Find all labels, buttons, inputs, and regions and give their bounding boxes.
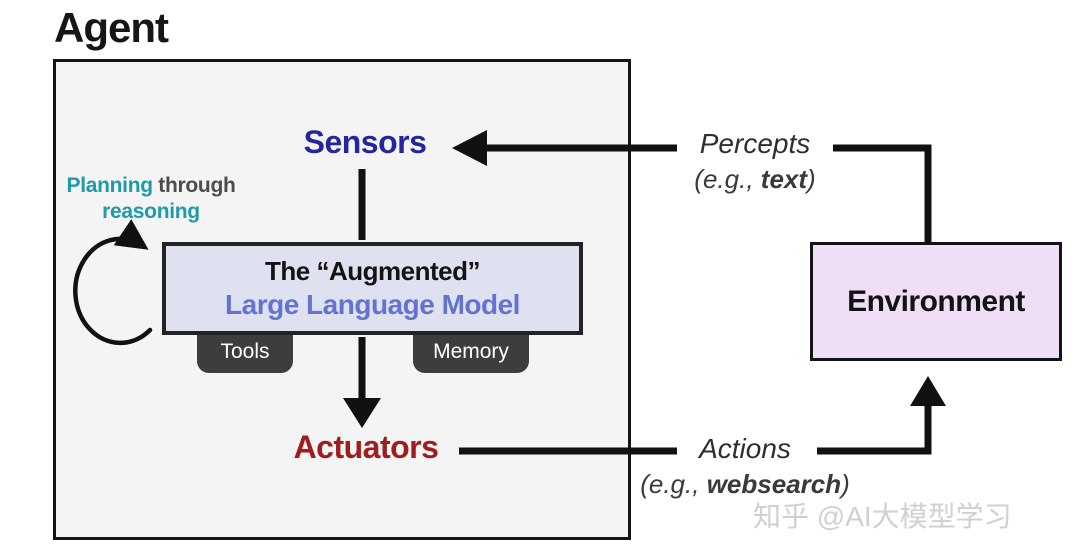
watermark: 知乎 @AI大模型学习 — [753, 501, 1012, 532]
environment-box: Environment — [810, 242, 1062, 361]
actions-example-suffix: ) — [841, 469, 850, 499]
actions-example-prefix: (e.g., — [640, 469, 707, 499]
environment-label: Environment — [847, 284, 1025, 318]
memory-tab: Memory — [413, 331, 529, 373]
sensors-label: Sensors — [303, 124, 427, 160]
tools-tab-label: Tools — [220, 340, 270, 363]
llm-box-title-line2: Large Language Model — [225, 289, 520, 320]
planning-word: Planning — [66, 174, 153, 197]
actuators-label: Actuators — [293, 429, 439, 465]
actions-example: (e.g., websearch) — [625, 469, 865, 500]
actions-title: Actions — [699, 433, 791, 464]
percepts-example-suffix: ) — [807, 164, 816, 194]
augmented-llm-box: The “Augmented” Large Language Model — [162, 242, 583, 335]
tools-tab: Tools — [197, 331, 293, 373]
actions-label: Actions (e.g., websearch) — [625, 433, 865, 500]
percepts-example: (e.g., text) — [635, 164, 875, 195]
through-word: through — [158, 174, 236, 197]
percepts-title: Percepts — [699, 128, 811, 159]
percepts-example-bold: text — [760, 164, 808, 194]
percepts-example-prefix: (e.g., — [694, 164, 761, 194]
actions-example-bold: websearch — [706, 469, 842, 499]
up-arrowhead-icon — [910, 376, 946, 406]
memory-tab-label: Memory — [433, 340, 509, 363]
planning-line1: Planning through — [58, 173, 244, 199]
percepts-label: Percepts (e.g., text) — [635, 128, 875, 195]
agent-title: Agent — [54, 4, 169, 51]
reasoning-word: reasoning — [102, 200, 200, 224]
planning-label: Planning through reasoning — [58, 173, 244, 226]
llm-box-title-line1: The “Augmented” — [265, 256, 480, 286]
